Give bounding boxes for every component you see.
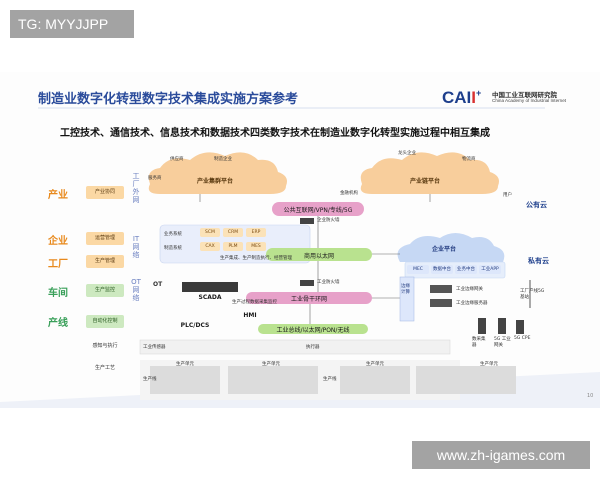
- backbone-label: 工业骨干环网: [290, 296, 327, 303]
- slide-title: 制造业数字化转型数字技术集成实施方案参考: [38, 92, 299, 107]
- prod-unit-3: [340, 366, 410, 394]
- prod-unit-2: [228, 366, 318, 394]
- enterprise-platform-title: 企业平台: [432, 246, 457, 253]
- public-cloud-label: 公有云: [526, 201, 547, 209]
- enterprise-cloud: [397, 233, 505, 262]
- hmi-label: HMI: [243, 312, 257, 319]
- label-5g-station: 工厂产线5G基站: [520, 289, 545, 300]
- label-unit-1: 生产单元: [176, 362, 194, 367]
- org-name-en: China Academy of Industrial Internet: [492, 98, 567, 103]
- watermark-top: TG: MYYJJPP: [10, 10, 134, 38]
- label-mfg-sys: 制造系统: [164, 246, 182, 251]
- layer-workshop: 车间: [48, 288, 68, 299]
- label-unit-4: 生产单元: [480, 362, 498, 367]
- label-edge-gateway: 工业边缘网关: [456, 287, 483, 292]
- chip-industrial-app: 工业APP: [479, 265, 501, 274]
- chain-platform-title: 产业链平台: [410, 178, 441, 185]
- label-dragon: 龙头企业: [398, 151, 416, 156]
- btn-prod-monitor: 生产监控: [86, 284, 124, 297]
- label-edge: 边缘计算: [401, 284, 410, 295]
- chip-erp: ERP: [246, 228, 266, 237]
- label-logistics: 物流商: [462, 157, 476, 162]
- chip-scm: SCM: [200, 228, 220, 237]
- chip-cax: CAX: [200, 242, 220, 251]
- chip-mes: MES: [246, 242, 266, 251]
- btn-ops-mgmt: 运营管理: [86, 232, 124, 245]
- label-5g-gateway: 5G 工业网关: [494, 337, 511, 348]
- backbone-bar: [246, 292, 372, 304]
- chain-cloud: [360, 152, 499, 194]
- watermark-bottom: www.zh-igames.com: [412, 441, 590, 469]
- chip-data-center: 数据中台: [431, 265, 453, 274]
- label-line-1: 生产线: [143, 377, 157, 382]
- private-cloud-label: 私有云: [528, 257, 549, 265]
- label-mgmt-desc: 生产集成、生产制造执行、经营管理: [220, 256, 292, 261]
- chip-biz-center: 业务中台: [455, 265, 477, 274]
- label-edge-server: 工业边缘服务器: [456, 301, 488, 306]
- prod-unit-4: [416, 366, 516, 394]
- vlabel-factory-ext: 工厂外网: [132, 172, 140, 204]
- label-sensing: 感知与执行: [92, 343, 118, 349]
- public-net-bar: [272, 202, 364, 216]
- edge-gateway-device: [430, 285, 452, 293]
- label-biz-sys: 业务系统: [164, 232, 182, 237]
- chip-mec: MEC: [407, 265, 429, 274]
- fieldbus-label: 工业总线/以太网/PON/无线: [276, 327, 350, 334]
- vlabel-ot-net: OT网络: [131, 278, 141, 302]
- 5g-cpe-device: [516, 320, 524, 334]
- caii-logo: CAII+: [442, 88, 482, 107]
- btn-prod-mgmt: 生产管理: [86, 255, 124, 268]
- label-prod-info: 生产过程数据采集监控: [232, 300, 277, 305]
- sensor-actuator-row: [139, 339, 451, 355]
- label-mfg: 制造企业: [214, 157, 232, 162]
- page-number: 10: [587, 393, 594, 399]
- label-unit-2: 生产单元: [262, 362, 280, 367]
- enterprise-fw-device: [300, 218, 314, 224]
- chip-plm: PLM: [223, 242, 243, 251]
- label-unit-3: 生产单元: [366, 362, 384, 367]
- label-ot-fw: 工业防火墙: [317, 280, 340, 285]
- btn-auto-control: 自动化控制: [86, 315, 124, 328]
- slide: 制造业数字化转型数字技术集成实施方案参考 CAII+ 中国工业互联网研究院 Ch…: [0, 72, 600, 408]
- label-actuator: 执行器: [306, 345, 320, 350]
- public-net-label: 公共互联网/VPN/专线/5G: [283, 207, 353, 214]
- layer-enterprise: 企业: [48, 236, 68, 247]
- layer-industry: 产业: [48, 190, 68, 201]
- vlabel-it-net: IT网络: [132, 235, 140, 259]
- label-sensor: 工业传感器: [143, 345, 166, 350]
- ot-fw-device: [300, 280, 314, 286]
- edge-column: [399, 276, 415, 322]
- cluster-platform-title: 产业集群平台: [197, 178, 234, 185]
- biz-ethernet-bar: [266, 248, 372, 261]
- layer-line: 产线: [48, 318, 68, 329]
- label-service: 服务商: [148, 176, 162, 181]
- btn-industry-collab: 产业协同: [86, 186, 124, 199]
- label-data-collect: 数采集器: [472, 337, 486, 348]
- slide-subtitle: 工控技术、通信技术、信息技术和数据技术四类数字技术在制造业数字化转型实施过程中相…: [60, 128, 490, 139]
- label-finance: 金融机构: [340, 191, 358, 196]
- label-ot: OT: [153, 281, 163, 288]
- label-process: 生产工艺: [94, 365, 115, 371]
- 5g-gateway-device: [498, 318, 506, 334]
- plc-label: PLC/DCS: [180, 322, 210, 329]
- org-name-cn: 中国工业互联网研究院: [492, 91, 557, 99]
- label-enterprise-fw: 企业防火墙: [317, 218, 340, 223]
- edge-server-device: [430, 299, 452, 307]
- label-supplier: 供应商: [170, 157, 184, 162]
- scada-label: SCADA: [198, 294, 222, 301]
- cluster-cloud: [148, 152, 287, 194]
- biz-ethernet-label: 商用以太网: [303, 253, 334, 260]
- scada-device: [182, 282, 238, 292]
- label-5g-cpe: 5G CPE: [514, 336, 531, 341]
- label-user: 用户: [503, 193, 512, 198]
- chip-crm: CRM: [223, 228, 243, 237]
- collector-device: [478, 318, 486, 334]
- layer-factory: 工厂: [48, 259, 68, 270]
- label-line-2: 生产线: [323, 377, 337, 382]
- fieldbus-bar: [258, 324, 368, 334]
- prod-unit-1: [150, 366, 220, 394]
